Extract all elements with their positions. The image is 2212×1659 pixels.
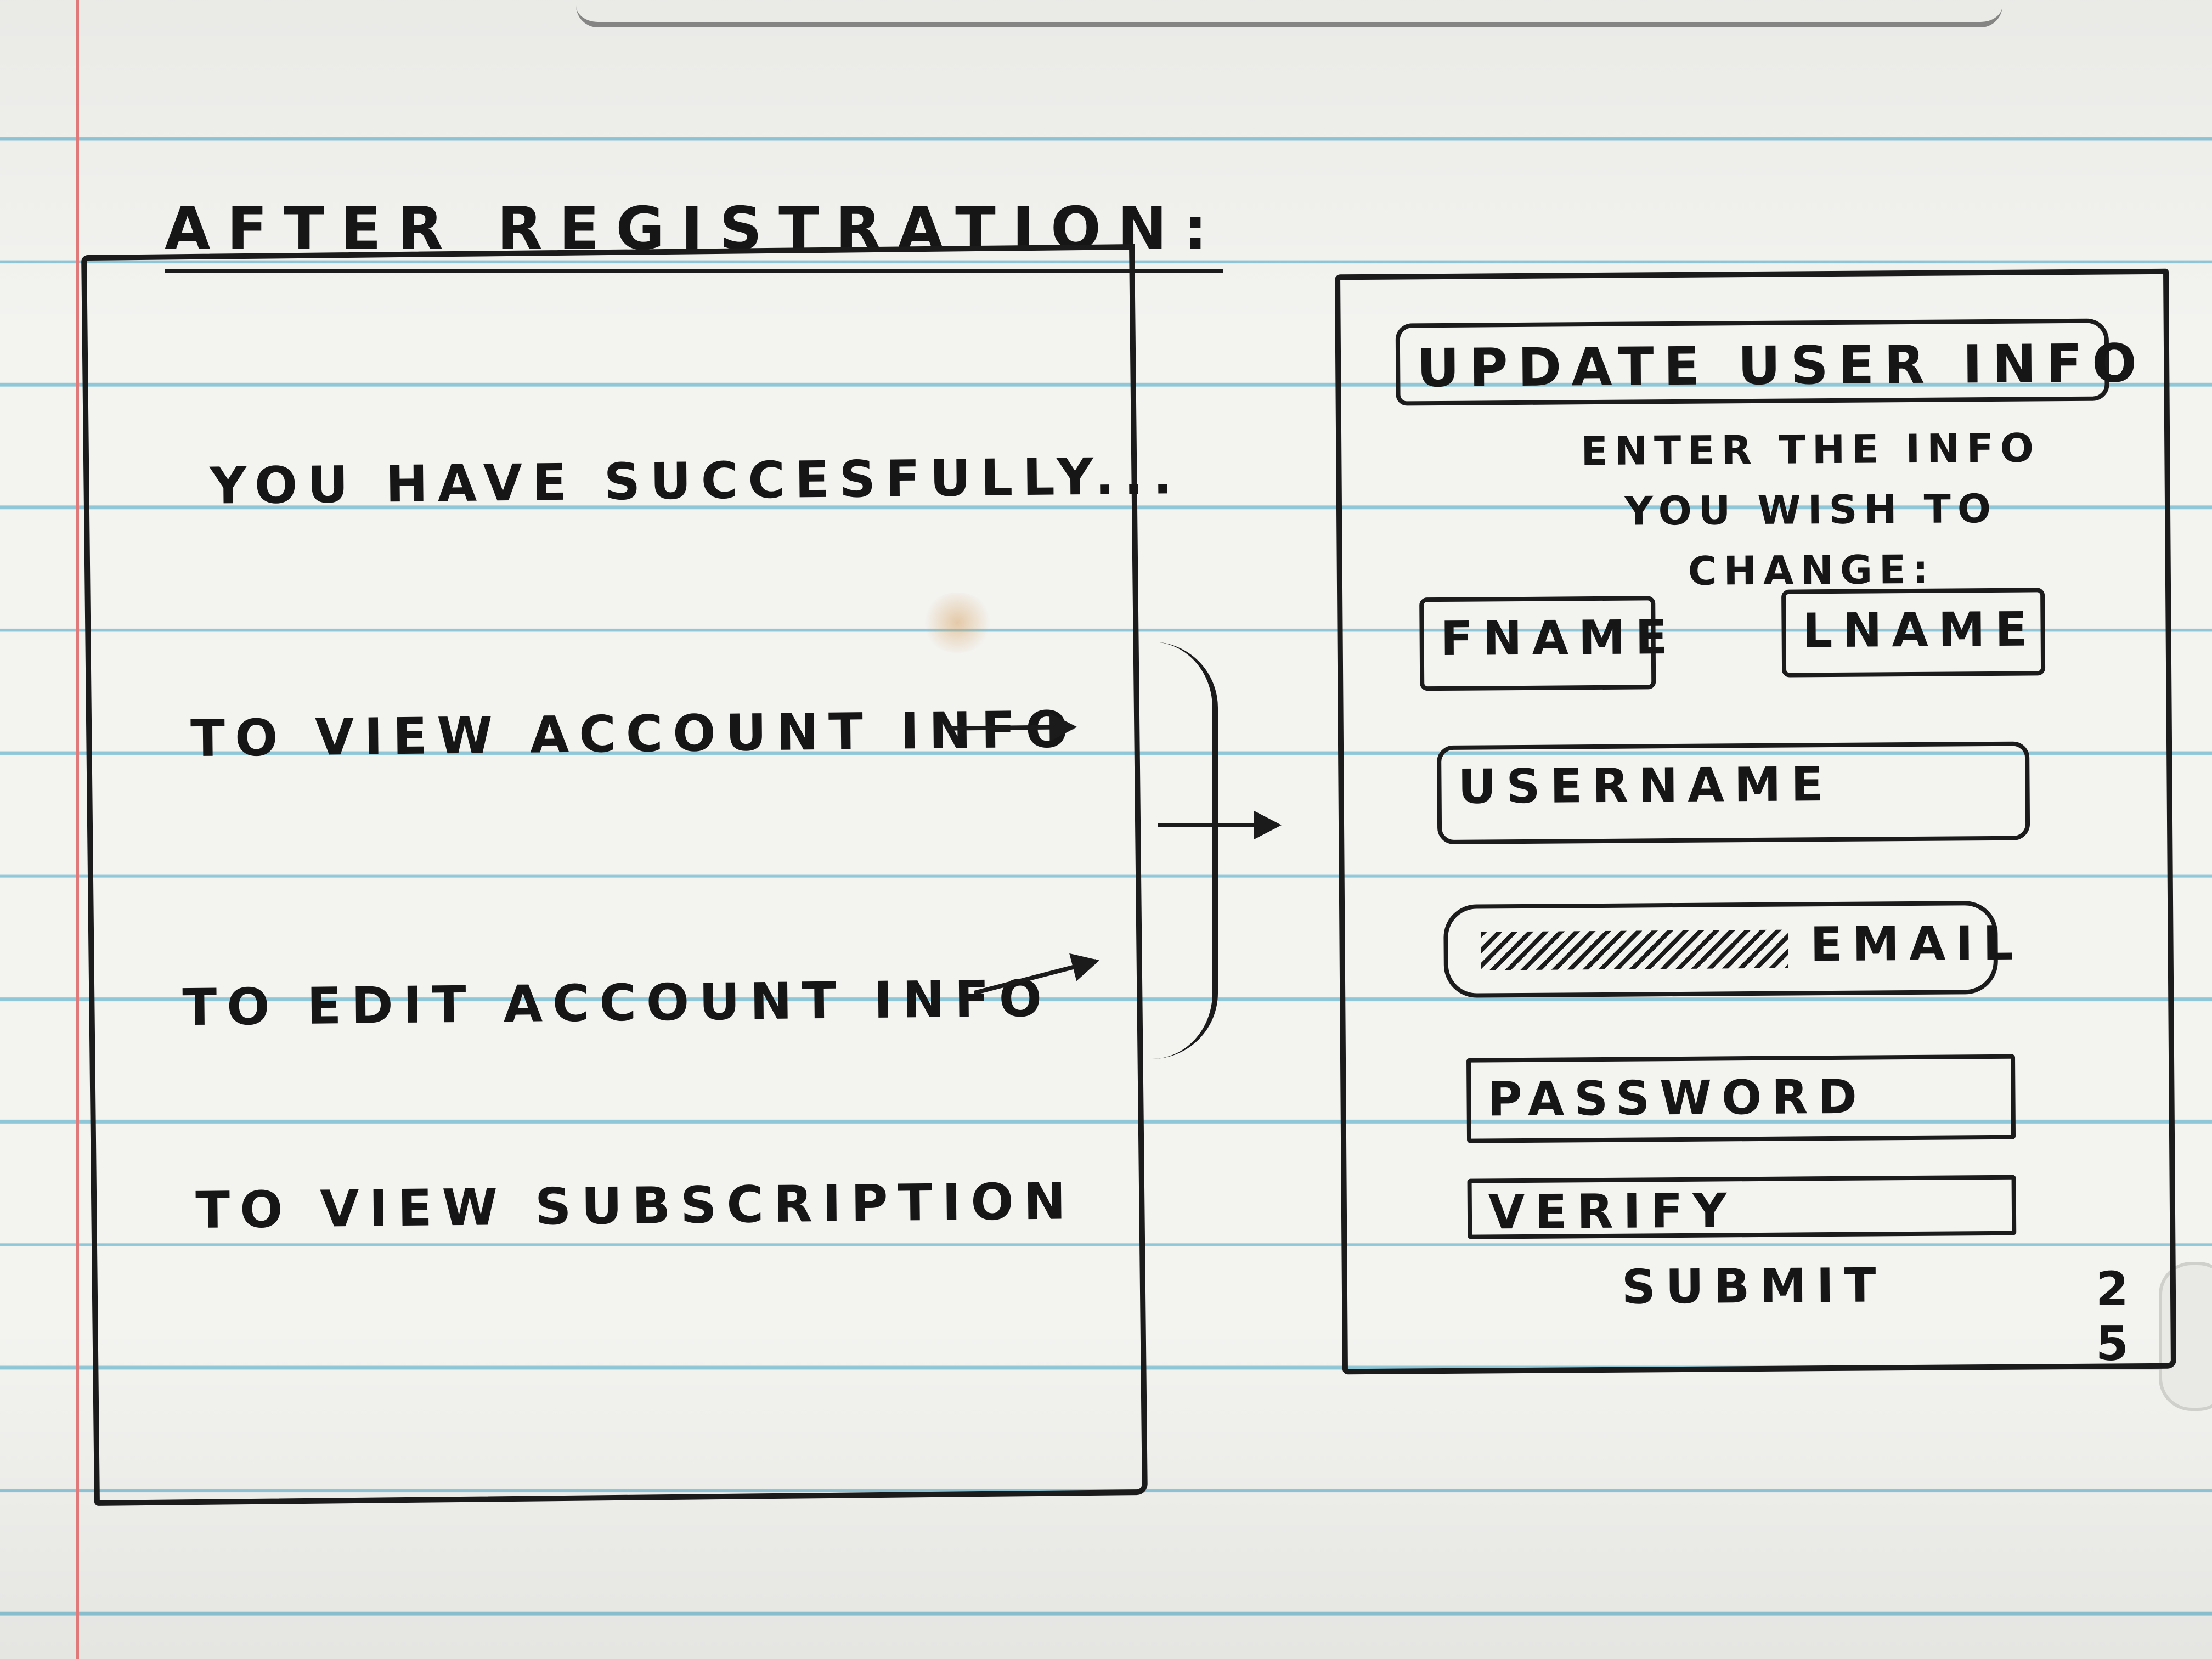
brace-icon — [1114, 642, 1218, 1059]
screen-title: UPDATE USER INFO — [1395, 318, 2147, 406]
binder-hole — [2159, 1262, 2212, 1411]
success-message: YOU HAVE SUCCESFULLY... — [209, 447, 1183, 516]
verify-password-field[interactable]: VERIFY — [1467, 1175, 2017, 1240]
instructions-text: ENTER THE INFO YOU WISH TO CHANGE: — [1581, 425, 2041, 594]
arrow-icon — [947, 725, 1074, 731]
view-subscription-link[interactable]: TO VIEW SUBSCRIPTION — [195, 1172, 1076, 1240]
view-account-link[interactable]: TO VIEW ACCOUNT INFO — [190, 700, 1079, 769]
top-edge-scribble — [576, 0, 2002, 27]
after-registration-screen: YOU HAVE SUCCESFULLY... TO VIEW ACCOUNT … — [81, 244, 1182, 1506]
username-field[interactable]: USERNAME — [1437, 741, 2030, 845]
submit-button[interactable]: SUBMIT — [1621, 1258, 1886, 1315]
update-user-info-screen: UPDATE USER INFO ENTER THE INFO YOU WISH… — [1335, 268, 2176, 1375]
crossed-out-scribble — [1481, 929, 1788, 970]
flow-arrow-icon — [1158, 811, 1282, 839]
first-name-field[interactable]: FNAME — [1419, 596, 1678, 691]
section-title: AFTER REGISTRATION: — [165, 195, 1224, 273]
password-field[interactable]: PASSWORD — [1466, 1054, 2016, 1143]
email-field[interactable]: EMAIL — [1443, 900, 2023, 998]
margin-line — [76, 0, 79, 1659]
paper-stain — [922, 592, 993, 653]
page-mark: 2 5 — [2096, 1262, 2151, 1372]
email-label: EMAIL — [1810, 916, 2023, 973]
edit-account-link[interactable]: TO EDIT ACCOUNT INFO — [182, 969, 1052, 1037]
last-name-field[interactable]: LNAME — [1781, 588, 2046, 678]
